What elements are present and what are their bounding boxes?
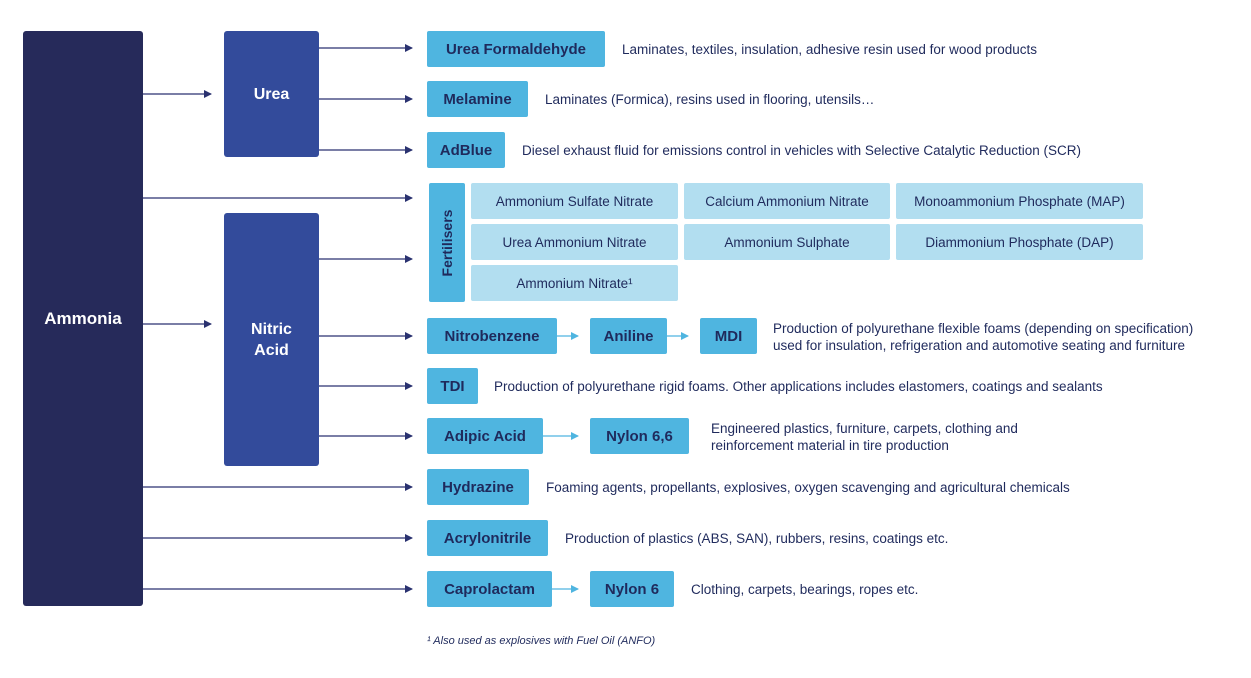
acrylonitrile-node: Acrylonitrile — [427, 520, 548, 556]
adblue-description: Diesel exhaust fluid for emissions contr… — [522, 143, 1081, 158]
aniline-label: Aniline — [603, 327, 654, 345]
melamine-node: Melamine — [427, 81, 528, 117]
caprolactam-node: Caprolactam — [427, 571, 552, 607]
urea-formaldehyde-node: Urea Formaldehyde — [427, 31, 605, 67]
nylon-6-description: Clothing, carpets, bearings, ropes etc. — [691, 582, 919, 597]
urea-node: Urea — [224, 31, 319, 157]
tdi-description: Production of polyurethane rigid foams. … — [494, 379, 1103, 394]
urea-formaldehyde-label: Urea Formaldehyde — [445, 40, 587, 58]
urea-label: Urea — [253, 85, 290, 103]
footnote: ¹ Also used as explosives with Fuel Oil … — [427, 635, 656, 647]
caprolactam-label: Caprolactam — [444, 580, 535, 598]
urea-formaldehyde-description: Laminates, textiles, insulation, adhesiv… — [622, 42, 1037, 57]
melamine-label: Melamine — [443, 90, 512, 108]
hydrazine-label: Hydrazine — [442, 478, 514, 496]
ammonia-node: Ammonia — [23, 31, 143, 606]
melamine-description: Laminates (Formica), resins used in floo… — [545, 92, 875, 107]
mdi-description: Production of polyurethane flexible foam… — [773, 320, 1193, 354]
ammonia-label: Ammonia — [44, 308, 122, 328]
nitric-acid-label-line2: Acid — [254, 341, 289, 359]
nitric-acid-label-line1: Nitric — [251, 320, 292, 338]
fertiliser-item: Ammonium Sulfate Nitrate — [471, 183, 678, 219]
mdi-node: MDI — [700, 318, 757, 354]
adblue-label: AdBlue — [439, 141, 493, 159]
nylon-6-node: Nylon 6 — [590, 571, 674, 607]
nitrobenzene-label: Nitrobenzene — [444, 327, 540, 345]
adblue-node: AdBlue — [427, 132, 505, 168]
fertiliser-item: Diammonium Phosphate (DAP) — [896, 224, 1143, 260]
hydrazine-node: Hydrazine — [427, 469, 529, 505]
nitrobenzene-node: Nitrobenzene — [427, 318, 557, 354]
fertilisers-label: Fertilisers — [439, 209, 455, 276]
tdi-label: TDI — [440, 377, 465, 395]
nylon-6-label: Nylon 6 — [604, 580, 660, 598]
fertiliser-item: Monoammonium Phosphate (MAP) — [896, 183, 1143, 219]
nylon-66-description-line1: Engineered plastics, furniture, carpets,… — [711, 421, 1018, 436]
fertilisers-label-box: Fertilisers — [429, 183, 465, 302]
fertiliser-item: Urea Ammonium Nitrate — [471, 224, 678, 260]
mdi-description-line2: used for insulation, refrigeration and a… — [773, 338, 1186, 353]
fertiliser-item: Calcium Ammonium Nitrate — [684, 183, 890, 219]
acrylonitrile-label: Acrylonitrile — [443, 529, 532, 547]
adipic-acid-label: Adipic Acid — [444, 427, 526, 445]
nylon-66-label: Nylon 6,6 — [606, 427, 673, 445]
nylon-66-description-line2: reinforcement material in tire productio… — [711, 438, 949, 453]
nylon-66-description: Engineered plastics, furniture, carpets,… — [711, 420, 1018, 454]
mdi-description-line1: Production of polyurethane flexible foam… — [773, 321, 1194, 336]
fertiliser-item: Ammonium Sulphate — [684, 224, 890, 260]
tdi-node: TDI — [427, 368, 478, 404]
nylon-66-node: Nylon 6,6 — [590, 418, 689, 454]
fertiliser-item: Ammonium Nitrate¹ — [471, 265, 678, 301]
adipic-acid-node: Adipic Acid — [427, 418, 543, 454]
aniline-node: Aniline — [590, 318, 667, 354]
hydrazine-description: Foaming agents, propellants, explosives,… — [546, 480, 1070, 495]
nitric-acid-node: Nitric Acid — [224, 213, 319, 466]
acrylonitrile-description: Production of plastics (ABS, SAN), rubbe… — [565, 531, 949, 546]
mdi-label: MDI — [714, 327, 743, 345]
